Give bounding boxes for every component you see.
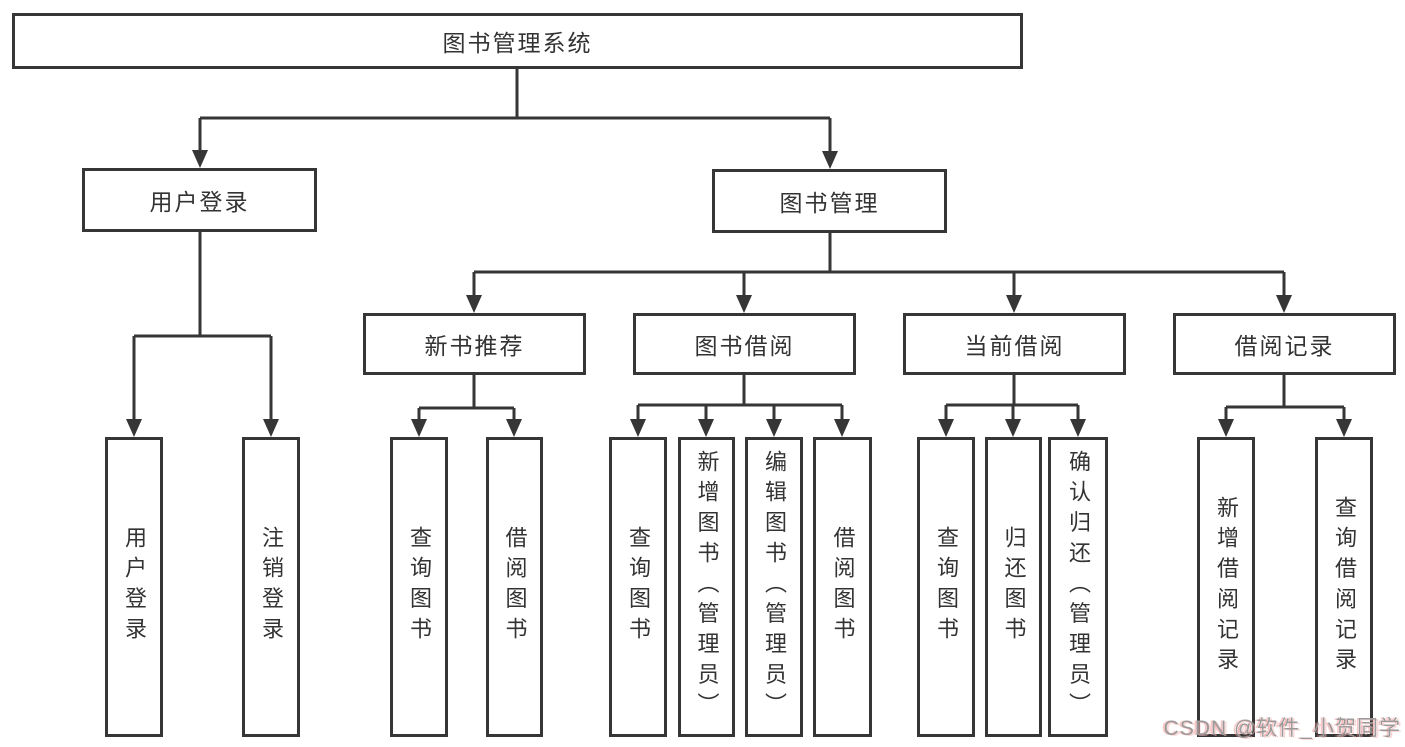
node-label: 当前借阅 [964,333,1065,359]
leaf-edit-book-admin: 编辑图书（管理员） [745,437,803,737]
node-label: 借阅记录 [1234,333,1335,359]
leaf-logout: 注销登录 [242,437,300,737]
connector-book-borrow [630,375,850,437]
leaf-label: 新增图书（管理员） [694,450,720,724]
leaf-query-book-1: 查询图书 [390,437,448,737]
leaf-query-book-2: 查询图书 [609,437,667,737]
connector-borrow-record [1218,375,1352,437]
leaf-label: 归还图书 [1001,526,1027,648]
connector-current-borrow [938,375,1086,437]
leaf-label: 查询图书 [407,526,432,648]
leaf-label: 借阅图书 [830,526,856,648]
node-system-root: 图书管理系统 [12,13,1023,69]
csdn-watermark: CSDN @软件_小贺同学 [1163,717,1401,740]
leaf-label: 借阅图书 [502,526,528,648]
connector-book-mgmt [466,233,1292,313]
leaf-label: 查询图书 [626,526,651,648]
node-borrow-record: 借阅记录 [1173,313,1396,375]
leaf-label: 用户登录 [122,526,147,648]
connector-user-login [126,232,279,437]
leaf-label: 注销登录 [259,526,284,648]
leaf-return-book: 归还图书 [985,437,1042,737]
node-book-borrow: 图书借阅 [633,313,856,375]
leaf-add-book-admin: 新增图书（管理员） [678,437,735,737]
leaf-borrow-book-1: 借阅图书 [486,437,543,737]
leaf-borrow-book-2: 借阅图书 [813,437,872,737]
node-book-management: 图书管理 [712,169,947,233]
leaf-query-book-3: 查询图书 [917,437,975,737]
leaf-label: 新增借阅记录 [1214,495,1239,679]
leaf-query-borrow-record: 查询借阅记录 [1315,437,1373,737]
leaf-label: 查询图书 [934,526,959,648]
leaf-confirm-return-admin: 确认归还（管理员） [1048,437,1108,737]
leaf-add-borrow-record: 新增借阅记录 [1197,437,1255,737]
connector-new-book-rec [411,375,522,437]
node-label: 用户登录 [149,189,250,215]
leaf-label: 编辑图书（管理员） [762,450,787,724]
node-current-borrow: 当前借阅 [903,313,1126,375]
node-label: 图书管理 [779,190,880,216]
leaf-user-login: 用户登录 [105,437,163,737]
leaf-label: 查询借阅记录 [1332,495,1357,679]
node-label: 图书借阅 [694,333,795,359]
node-new-book-recommend: 新书推荐 [363,313,586,375]
node-label: 新书推荐 [424,333,525,359]
node-user-login: 用户登录 [82,168,317,232]
node-label: 图书管理系统 [442,30,593,56]
connector-root [192,69,838,169]
leaf-label: 确认归还（管理员） [1066,450,1091,724]
